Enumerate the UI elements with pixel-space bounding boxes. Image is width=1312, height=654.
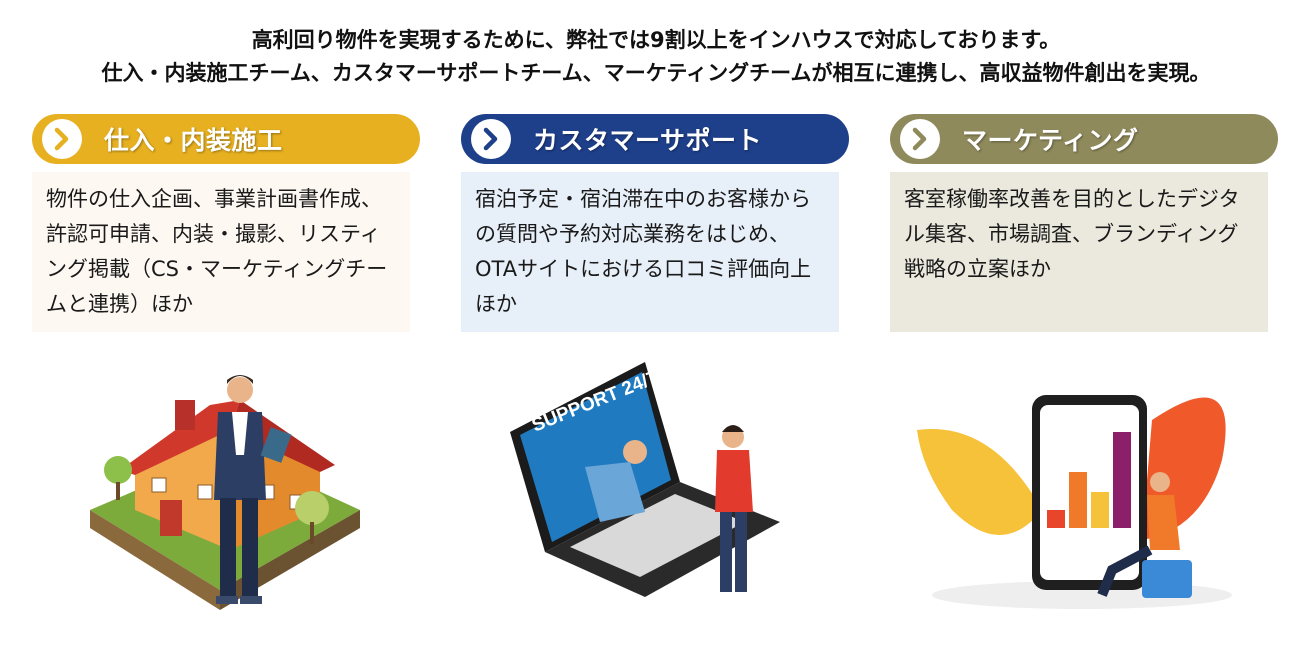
headline: 高利回り物件を実現するために、弊社では9割以上をインハウスで対応しております。 … — [0, 24, 1312, 90]
chevron-right-icon — [471, 119, 511, 159]
house-businessman-illustration — [90, 375, 360, 610]
section-header-support: カスタマーサポート — [461, 114, 849, 164]
section-header-marketing: マーケティング — [890, 114, 1278, 164]
column-purchasing-interior: 仕入・内装施工 物件の仕入企画、事業計画書作成、許認可申請、内装・撮影、リスティ… — [32, 114, 420, 332]
section-title: マーケティング — [962, 126, 1139, 155]
headline-line-1: 高利回り物件を実現するために、弊社では9割以上をインハウスで対応しております。 — [251, 28, 1061, 52]
headline-line-2: 仕入・内装施工チーム、カスタマーサポートチーム、マーケティングチームが相互に連携… — [101, 61, 1211, 85]
chevron-right-icon — [900, 119, 940, 159]
description-text: 物件の仕入企画、事業計画書作成、許認可申請、内装・撮影、リスティング掲載（CS・… — [46, 187, 388, 316]
description-text: 宿泊予定・宿泊滞在中のお客様からの質問や予約対応業務をはじめ、OTAサイトにおけ… — [475, 187, 812, 316]
description-text: 客室稼働率改善を目的としたデジタル集客、市場調査、ブランディング戦略の立案ほか — [904, 187, 1240, 281]
section-header-purchasing: 仕入・内装施工 — [32, 114, 420, 164]
section-title: 仕入・内装施工 — [104, 126, 283, 155]
column-marketing: マーケティング 客室稼働率改善を目的としたデジタル集客、市場調査、ブランディング… — [890, 114, 1278, 332]
section-description: 宿泊予定・宿泊滞在中のお客様からの質問や予約対応業務をはじめ、OTAサイトにおけ… — [461, 172, 839, 332]
section-description: 物件の仕入企画、事業計画書作成、許認可申請、内装・撮影、リスティング掲載（CS・… — [32, 172, 410, 332]
marketing-chart-illustration — [917, 395, 1232, 609]
chevron-right-icon — [42, 119, 82, 159]
column-customer-support: カスタマーサポート 宿泊予定・宿泊滞在中のお客様からの質問や予約対応業務をはじめ… — [461, 114, 849, 332]
section-title: カスタマーサポート — [533, 126, 763, 155]
laptop-support-illustration: SUPPORT 24/7 — [510, 362, 780, 597]
section-description: 客室稼働率改善を目的としたデジタル集客、市場調査、ブランディング戦略の立案ほか — [890, 172, 1268, 332]
